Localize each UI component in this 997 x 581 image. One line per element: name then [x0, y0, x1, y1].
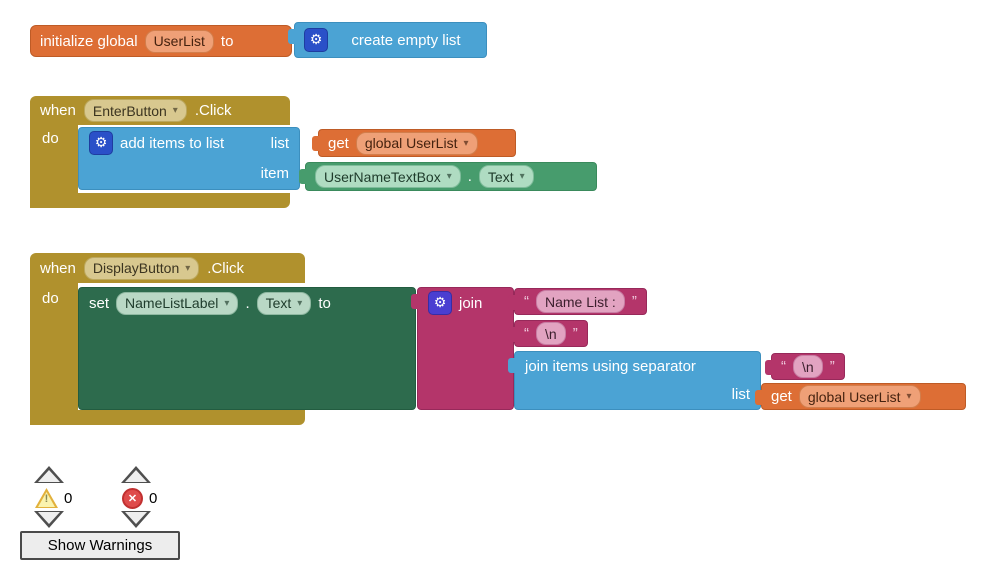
- component-dropdown[interactable]: UserNameTextBox ▾: [315, 165, 461, 188]
- string-field[interactable]: Name List :: [536, 290, 625, 313]
- open-quote-label: “: [781, 358, 786, 375]
- warnings-panel: ! 0 ✕ 0 Show Warnings: [20, 464, 220, 560]
- component-dropdown[interactable]: DisplayButton ▾: [83, 256, 200, 280]
- item-param-label: item: [260, 165, 289, 183]
- to-label: to: [318, 294, 331, 312]
- do-label: do: [42, 130, 59, 147]
- event-label: .Click: [194, 102, 232, 119]
- mutator-gear-icon[interactable]: ⚙: [304, 28, 328, 52]
- close-quote-label: ”: [829, 358, 835, 375]
- component-dropdown[interactable]: EnterButton ▾: [83, 99, 187, 122]
- chevron-down-icon: ▾: [446, 171, 452, 182]
- string-field[interactable]: \n: [793, 355, 823, 378]
- event-label: .Click: [207, 259, 244, 277]
- join-items-using-separator-label: join items using separator: [525, 357, 696, 375]
- get-global-userlist-block[interactable]: get global UserList ▾: [755, 383, 966, 410]
- when-displaybutton-click-block[interactable]: when DisplayButton ▾ .Click: [30, 253, 305, 283]
- chevron-down-icon: ▾: [906, 391, 912, 402]
- when-block-left-column[interactable]: [30, 283, 78, 425]
- dot-label: .: [245, 294, 250, 312]
- get-label: get: [328, 134, 349, 152]
- property-dropdown[interactable]: Text ▾: [256, 291, 312, 315]
- text-string-block[interactable]: “ \n ”: [508, 320, 588, 347]
- variable-name-field[interactable]: UserList: [144, 29, 214, 53]
- mutator-gear-icon[interactable]: ⚙: [89, 131, 113, 156]
- when-displaybutton-group: when DisplayButton ▾ .Click do set NameL…: [30, 253, 970, 429]
- join-label: join: [459, 294, 483, 312]
- to-label: to: [220, 32, 234, 50]
- text-string-block[interactable]: “ Name List : ”: [508, 288, 647, 315]
- create-empty-list-label: create empty list: [351, 31, 461, 49]
- error-nav-up-arrow[interactable]: [121, 466, 151, 483]
- text-string-block[interactable]: “ \n ”: [765, 353, 845, 380]
- open-quote-label: “: [524, 293, 529, 310]
- when-block-bottom-bar[interactable]: [30, 193, 290, 208]
- when-label: when: [40, 259, 76, 277]
- set-label: set: [89, 294, 110, 312]
- get-label: get: [771, 388, 792, 405]
- set-namelistlabel-text-block[interactable]: set NameListLabel ▾ . Text ▾ to: [78, 287, 416, 410]
- join-items-using-separator-block[interactable]: join items using separator list: [508, 351, 761, 410]
- chevron-down-icon: ▾: [463, 137, 469, 149]
- get-global-userlist-block[interactable]: get global UserList ▾: [312, 129, 516, 157]
- chevron-down-icon: ▾: [224, 297, 230, 309]
- initialize-global-block[interactable]: initialize global UserList to: [30, 25, 292, 57]
- warning-icon: !: [35, 488, 58, 508]
- usernametextbox-text-getter-block[interactable]: UserNameTextBox ▾ . Text ▾: [299, 162, 597, 191]
- string-field[interactable]: \n: [536, 322, 566, 345]
- create-empty-list-block[interactable]: ⚙ create empty list: [288, 22, 487, 58]
- close-quote-label: ”: [572, 325, 578, 342]
- do-label: do: [42, 290, 59, 307]
- initialize-global-label: initialize global: [40, 32, 138, 50]
- mutator-gear-icon[interactable]: ⚙: [428, 291, 452, 315]
- when-block-bottom-bar[interactable]: [30, 410, 305, 425]
- error-nav-down-arrow[interactable]: [121, 511, 151, 528]
- property-dropdown[interactable]: Text ▾: [478, 165, 534, 188]
- variable-dropdown[interactable]: global UserList ▾: [355, 131, 478, 155]
- chevron-down-icon: ▾: [185, 262, 191, 274]
- when-label: when: [40, 102, 76, 119]
- error-icon: ✕: [122, 488, 143, 509]
- error-count: 0: [149, 490, 158, 507]
- add-items-to-list-block[interactable]: ⚙ add items to list list item: [78, 127, 300, 190]
- initialize-block-group: initialize global UserList to ⚙ create e…: [30, 22, 500, 62]
- list-param-label: list: [270, 134, 289, 152]
- chevron-down-icon: ▾: [297, 297, 303, 309]
- warning-count: 0: [64, 489, 73, 507]
- warning-indicator: ! 0: [35, 488, 72, 508]
- open-quote-label: “: [524, 325, 529, 342]
- when-enterbutton-click-block[interactable]: when EnterButton ▾ .Click: [30, 96, 290, 125]
- close-quote-label: ”: [631, 293, 637, 310]
- chevron-down-icon: ▾: [172, 105, 178, 116]
- list-param-label: list: [731, 386, 750, 404]
- add-items-to-list-label: add items to list: [120, 134, 225, 152]
- error-indicator: ✕ 0: [122, 488, 157, 509]
- chevron-down-icon: ▾: [519, 171, 525, 182]
- warning-nav-up-arrow[interactable]: [34, 466, 64, 483]
- dot-label: .: [467, 168, 472, 185]
- join-block[interactable]: ⚙ join: [411, 287, 514, 410]
- show-warnings-button[interactable]: Show Warnings: [20, 531, 180, 560]
- variable-dropdown[interactable]: global UserList ▾: [798, 385, 921, 408]
- warning-nav-down-arrow[interactable]: [34, 511, 64, 528]
- component-dropdown[interactable]: NameListLabel ▾: [116, 291, 239, 315]
- when-enterbutton-group: when EnterButton ▾ .Click do ⚙ add items…: [30, 96, 600, 212]
